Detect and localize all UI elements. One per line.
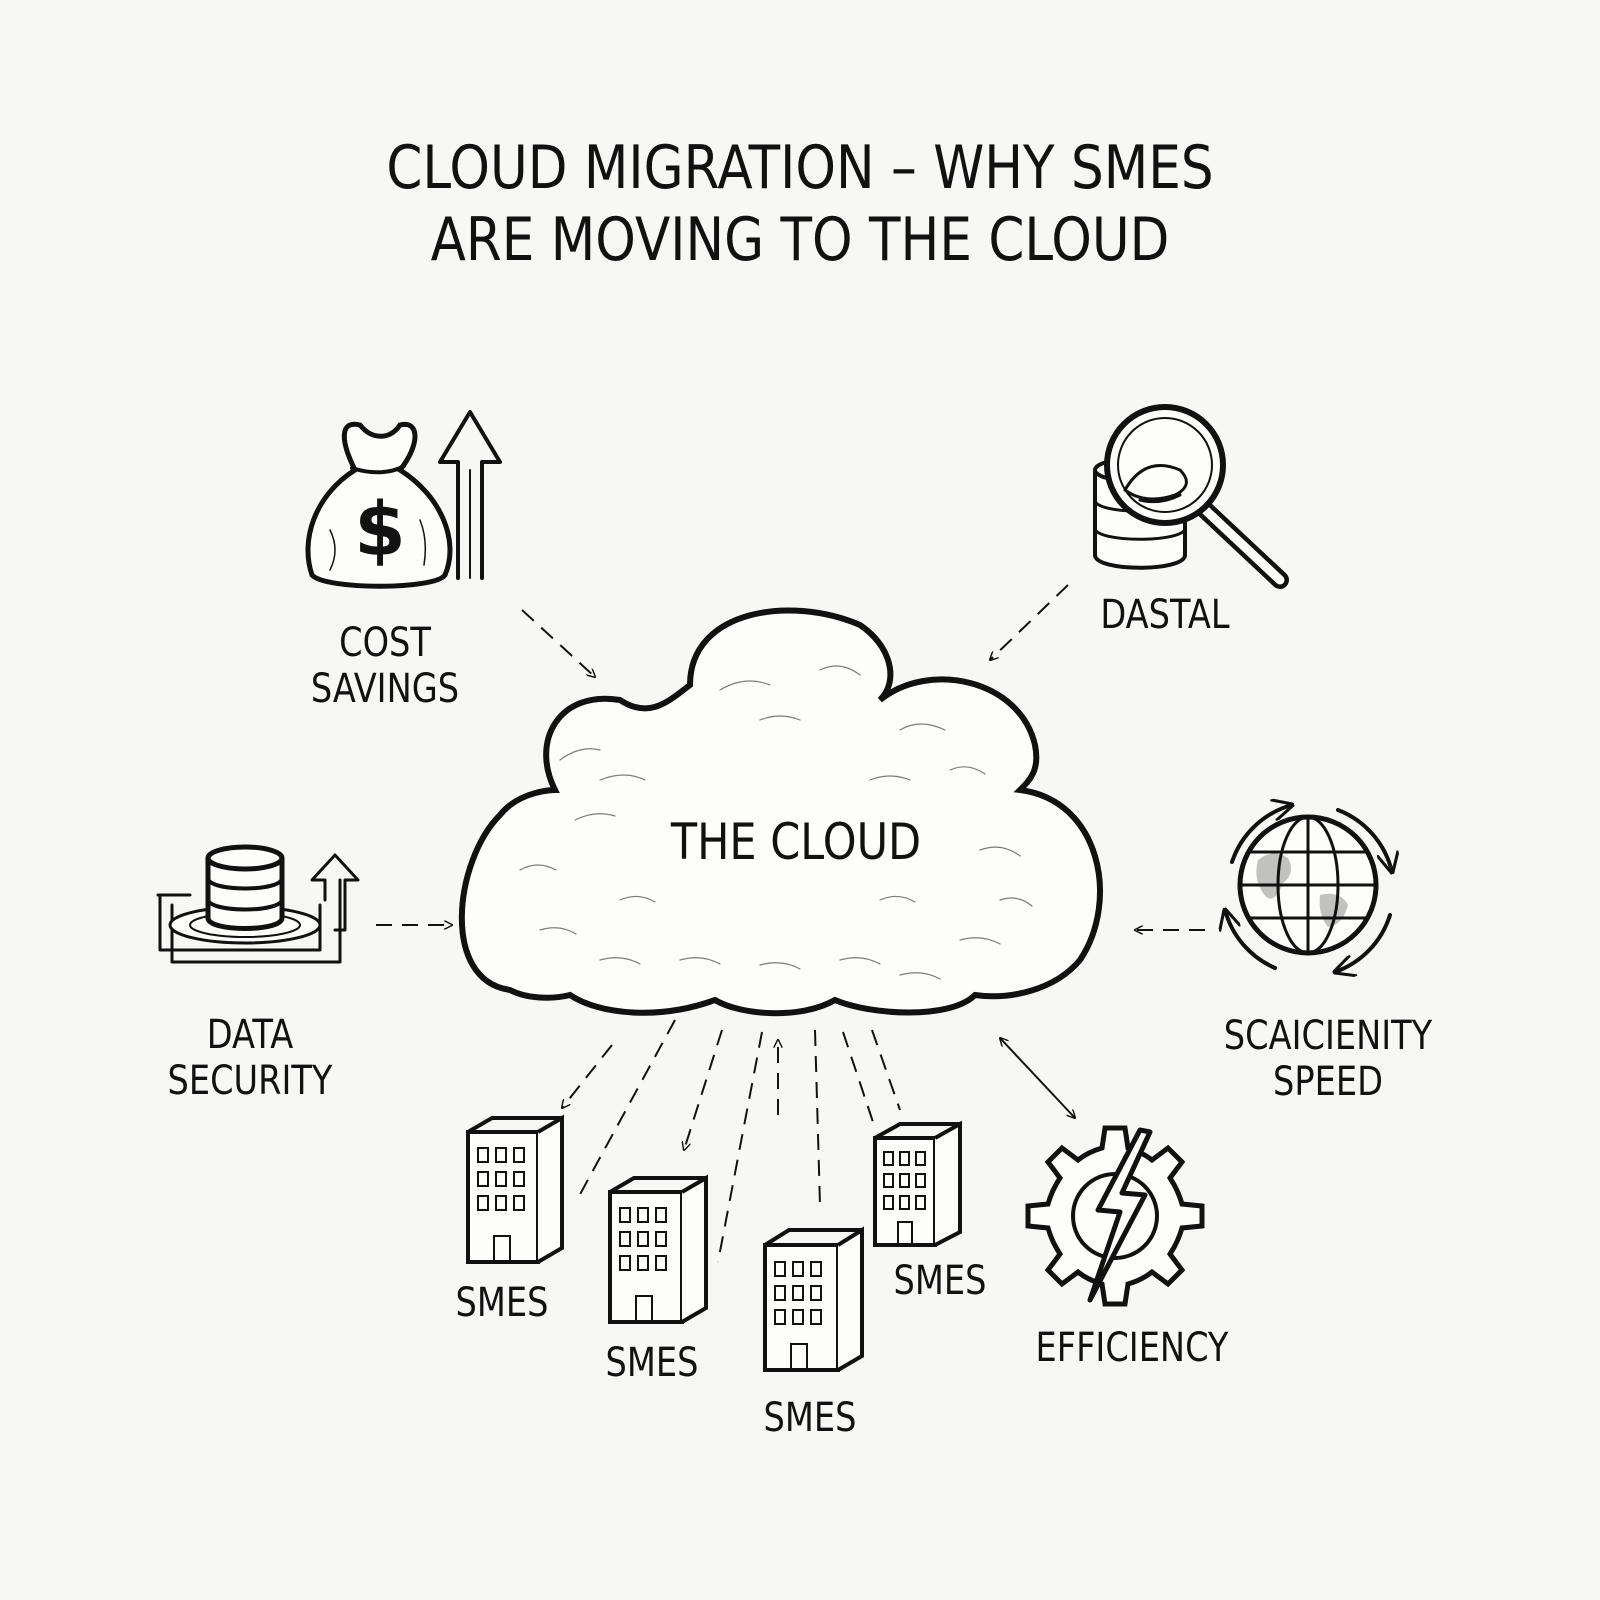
arrow-cost-to-cloud xyxy=(521,609,595,677)
money-bag-icon: $ xyxy=(305,421,453,589)
line-cloud-to-smes-2 xyxy=(717,1031,763,1263)
cloud-icon xyxy=(458,607,1103,1017)
benefit-label-efficiency: EFFICIENCY xyxy=(1036,1325,1229,1371)
cloud-label: THE CLOUD xyxy=(670,813,922,871)
benefit-label-scalability-speed: SCAICIENITY SPEED xyxy=(1224,1013,1432,1105)
line-cloud-to-smes-3b xyxy=(842,1031,876,1129)
smes-label: SMES xyxy=(605,1340,699,1386)
benefit-label-line: DATA xyxy=(206,1012,294,1058)
building-icon xyxy=(608,1174,708,1324)
benefit-label-dastal: DASTAL xyxy=(1100,592,1229,638)
gear-lightning-icon xyxy=(1025,1125,1205,1307)
arrow-cloud-efficiency xyxy=(1000,1038,1075,1118)
page-title-line-2: ARE MOVING TO THE CLOUD xyxy=(430,205,1170,275)
up-arrow-icon xyxy=(438,410,502,580)
database-magnifier-icon xyxy=(1093,404,1289,589)
arrow-cloud-to-smes-2 xyxy=(684,1029,723,1150)
benefit-label-line: SECURITY xyxy=(167,1058,333,1104)
smes-label: SMES xyxy=(455,1280,549,1326)
connectors xyxy=(376,584,1205,1263)
building-icon xyxy=(873,1120,962,1247)
line-cloud-to-smes-4 xyxy=(871,1029,901,1111)
benefit-label-cost-savings: COST SAVINGS xyxy=(311,620,459,712)
page-title-line-1: CLOUD MIGRATION – WHY SMES xyxy=(386,133,1214,203)
arrow-dastal-to-cloud xyxy=(990,584,1069,660)
benefit-label-data-security: DATA SECURITY xyxy=(168,1012,333,1104)
smes-label: SMES xyxy=(763,1395,857,1441)
line-cloud-to-smes-1 xyxy=(577,1019,676,1199)
benefit-label-line: EFFICIENCY xyxy=(1035,1325,1229,1371)
benefit-label-line: DASTAL xyxy=(1100,592,1230,638)
arrow-cloud-to-smes-1 xyxy=(562,1044,613,1108)
database-icon xyxy=(156,844,360,964)
benefit-label-line: SAVINGS xyxy=(310,666,460,712)
benefit-label-line: SPEED xyxy=(1273,1059,1383,1105)
benefit-label-line: COST xyxy=(339,620,431,666)
line-cloud-to-smes-3a xyxy=(814,1029,821,1206)
building-icon xyxy=(466,1114,564,1264)
smes-label: SMES xyxy=(893,1258,987,1304)
building-icon xyxy=(763,1226,864,1372)
globe-icon xyxy=(1225,805,1392,972)
svg-text:$: $ xyxy=(354,487,406,573)
page-title: CLOUD MIGRATION – WHY SMES ARE MOVING TO… xyxy=(370,132,1230,276)
benefit-label-line: SCAICIENITY xyxy=(1223,1013,1433,1059)
